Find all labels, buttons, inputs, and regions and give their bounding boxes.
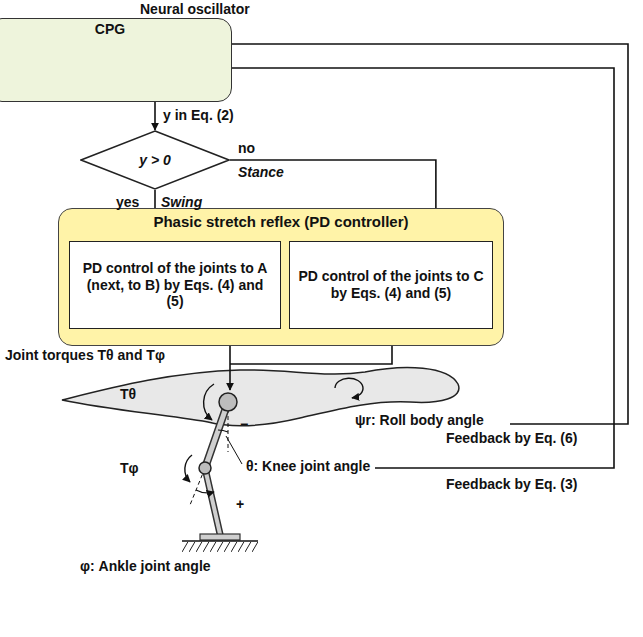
- signal-label: Joint torques Tθ and Tφ: [5, 347, 165, 364]
- feedback-label: Feedback by Eq. (3): [446, 476, 577, 493]
- branch-label: no: [238, 140, 255, 157]
- angle-label: ψr: Roll body angle: [355, 412, 484, 429]
- connector-arrow: [154, 102, 156, 130]
- cpg-box: CPG: [0, 18, 232, 102]
- reflex-band: Phasic stretch reflex (PD controller) PD …: [58, 208, 504, 346]
- angle-label: θ: Knee joint angle: [246, 458, 370, 475]
- branch-label: Swing: [161, 194, 202, 211]
- node-text: PD control of the joints to A (next, to …: [78, 260, 272, 310]
- edge-label: y in Eq. (2): [161, 107, 236, 124]
- feedback-label: Feedback by Eq. (6): [446, 430, 577, 447]
- sign-label: −: [240, 416, 248, 433]
- node-text: PD control of the joints to C by Eqs. (4…: [298, 268, 484, 302]
- torque-label: Tφ: [120, 460, 139, 477]
- diamond-shape: [81, 131, 229, 189]
- component-label: Neural oscillator: [140, 1, 250, 18]
- process-box: PD control of the joints to A (next, to …: [69, 241, 281, 329]
- torque-arrow: [229, 364, 231, 390]
- decision-diamond: y > 0: [80, 130, 230, 190]
- sign-label: +: [236, 496, 244, 513]
- branch-label: yes: [116, 194, 139, 211]
- node-text: CPG: [0, 19, 231, 38]
- process-box: PD control of the joints to C by Eqs. (4…: [289, 241, 493, 329]
- node-text: y > 0: [139, 152, 171, 169]
- torque-label: Tθ: [120, 386, 136, 403]
- branch-label: Stance: [238, 164, 284, 181]
- robot-illustration: [62, 368, 459, 552]
- node-text: Phasic stretch reflex (PD controller): [59, 209, 503, 231]
- angle-label: φ: Ankle joint angle: [80, 558, 211, 575]
